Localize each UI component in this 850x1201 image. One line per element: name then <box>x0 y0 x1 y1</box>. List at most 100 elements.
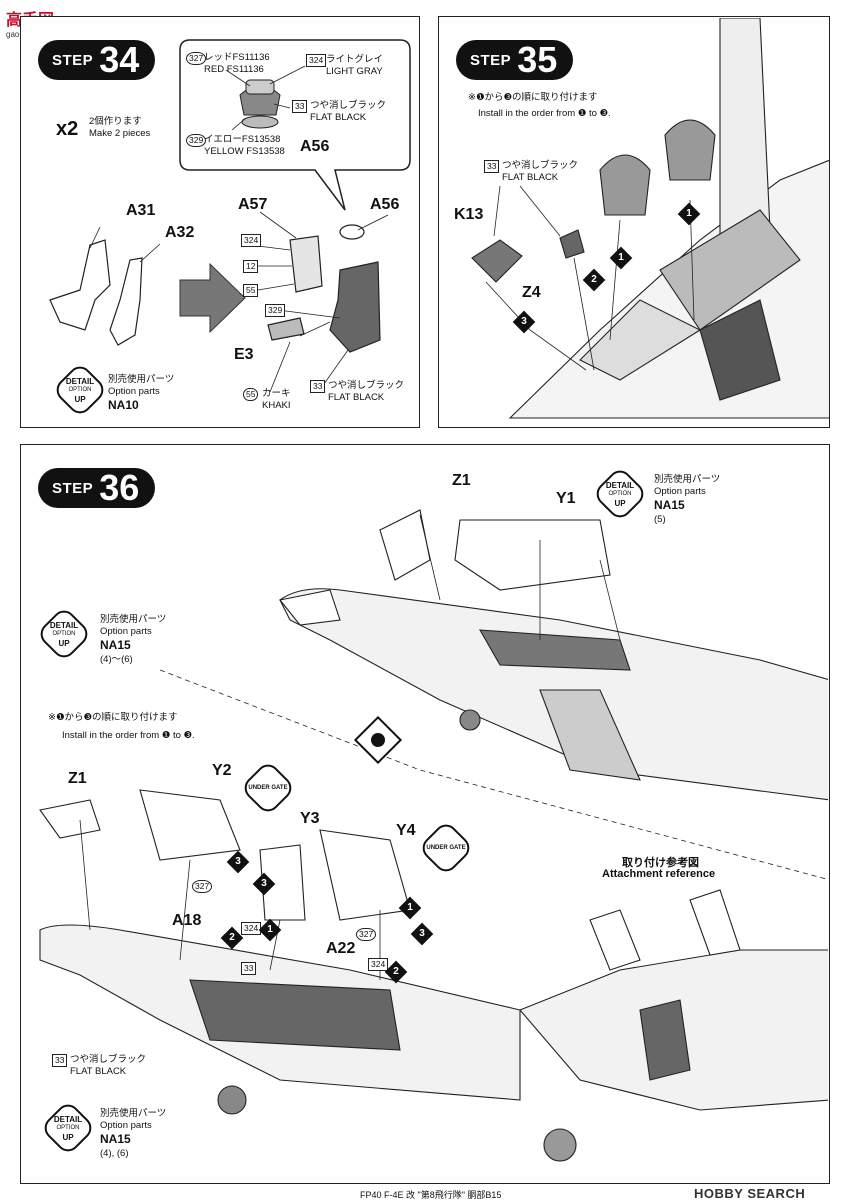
paint-num-yellow: 329 <box>186 134 207 147</box>
step-number: 34 <box>99 39 140 80</box>
part-y1: Y1 <box>556 490 576 507</box>
part-a56: A56 <box>370 196 400 213</box>
under-gate-icon-y2: UNDER GATE <box>239 759 297 817</box>
paint-red-en: RED FS11136 <box>204 64 264 75</box>
paint-yellow-jp: イエローFS13538 <box>204 134 281 145</box>
part-y3: Y3 <box>300 810 320 827</box>
option-parts-en: Option parts <box>100 626 152 637</box>
option-parts-en: Option parts <box>100 1120 152 1131</box>
detail-option: OPTION <box>68 386 92 393</box>
num-327-right: 327 <box>356 928 377 941</box>
flat-black-jp: つや消しブラック <box>70 1054 147 1065</box>
part-a57: A57 <box>238 196 268 213</box>
part-a22: A22 <box>326 940 356 957</box>
paint-num-33: 33 <box>484 160 500 173</box>
part-e3: E3 <box>234 346 254 363</box>
step36-badge: STEP 36 <box>38 467 156 508</box>
num-327-left: 327 <box>192 880 213 893</box>
paint-black-en: FLAT BLACK <box>310 112 367 123</box>
paint-gray-jp: ライトグレイ <box>326 54 384 65</box>
part-a31: A31 <box>126 202 156 219</box>
flat-black-en: FLAT BLACK <box>328 392 385 403</box>
num-324-right: 324 <box>368 958 389 971</box>
option-parts-code: NA10 <box>108 398 139 412</box>
part-y4: Y4 <box>396 822 416 839</box>
order-marker-2: 2 <box>384 960 408 984</box>
option-parts-code: NA15 <box>100 638 131 652</box>
num-33-center: 33 <box>241 962 257 975</box>
order-marker-3: 3 <box>252 872 276 896</box>
num-55-khaki: 55 <box>243 388 259 401</box>
num-324: 324 <box>241 234 262 247</box>
num-12: 12 <box>243 260 259 273</box>
x2-multiplier: x2 <box>56 118 79 140</box>
option-parts-sub: (4), (6) <box>100 1148 129 1159</box>
num-33-flat: 33 <box>52 1054 68 1067</box>
part-z1-top: Z1 <box>452 472 471 489</box>
khaki-en: KHAKI <box>262 400 291 411</box>
order-marker-1: 1 <box>258 918 282 942</box>
paint-gray-en: LIGHT GRAY <box>326 66 383 77</box>
callout-part-a56: A56 <box>300 138 330 155</box>
install-order-en: Install in the order from ❶ to ❸. <box>478 108 611 119</box>
num-55: 55 <box>243 284 259 297</box>
num-33: 33 <box>310 380 326 393</box>
option-parts-sub: (5) <box>654 514 666 525</box>
order-marker-3: 3 <box>410 922 434 946</box>
step35-badge: STEP 35 <box>456 40 574 80</box>
option-parts-code: NA15 <box>100 1132 131 1146</box>
detail-up: UP <box>74 394 86 404</box>
num-324-left: 324 <box>241 922 262 935</box>
paint-red-jp: レッドFS11136 <box>204 52 270 63</box>
part-a18: A18 <box>172 912 202 929</box>
step-word: STEP <box>470 51 512 69</box>
option-parts-jp: 別売使用パーツ <box>654 474 721 485</box>
option-parts-jp: 別売使用パーツ <box>108 374 175 385</box>
option-parts-code: NA15 <box>654 498 685 512</box>
install-order-jp: ※❶から❸の順に取り付けます <box>468 92 598 103</box>
page-footer: FP40 F-4E 改 "第8飛行隊" 胴部B15 <box>360 1190 502 1200</box>
part-z4: Z4 <box>522 284 541 301</box>
step34-badge: STEP 34 <box>38 39 156 80</box>
step-word: STEP <box>52 51 94 69</box>
order-marker-1: 1 <box>398 896 422 920</box>
detail-word: DETAIL <box>65 376 95 386</box>
attachment-reference-en: Attachment reference <box>602 868 716 880</box>
num-329: 329 <box>265 304 286 317</box>
option-parts-sub: (4)〜(6) <box>100 654 133 665</box>
flat-black-en: FLAT BLACK <box>70 1066 127 1077</box>
flat-black-en: FLAT BLACK <box>502 172 559 183</box>
under-gate-icon-y4: UNDER GATE <box>417 819 475 877</box>
paint-num-red: 327 <box>186 52 207 65</box>
step-word: STEP <box>52 479 94 497</box>
option-parts-jp: 別売使用パーツ <box>100 614 167 625</box>
paint-black-jp: つや消しブラック <box>310 100 387 111</box>
option-parts-en: Option parts <box>108 386 160 397</box>
order-marker-3: 3 <box>226 850 250 874</box>
paint-num-black: 33 <box>292 100 308 113</box>
part-a32: A32 <box>165 224 195 241</box>
part-k13: K13 <box>454 206 484 223</box>
option-parts-jp: 別売使用パーツ <box>100 1108 167 1119</box>
flat-black-jp: つや消しブラック <box>328 380 405 391</box>
option-parts-en: Option parts <box>654 486 706 497</box>
step-number: 36 <box>99 467 140 508</box>
attachment-reference-jp: 取り付け参考図 <box>622 857 699 869</box>
make-two-jp: 2個作ります <box>89 116 142 127</box>
install-order-en: Install in the order from ❶ to ❸. <box>62 730 195 741</box>
make-two-en: Make 2 pieces <box>89 128 151 139</box>
part-z1-bottom: Z1 <box>68 770 87 787</box>
paint-yellow-en: YELLOW FS13538 <box>204 146 285 157</box>
paint-num-gray: 324 <box>306 54 327 67</box>
khaki-jp: カーキ <box>262 388 291 399</box>
part-y2: Y2 <box>212 762 232 779</box>
flat-black-jp: つや消しブラック <box>502 160 579 171</box>
